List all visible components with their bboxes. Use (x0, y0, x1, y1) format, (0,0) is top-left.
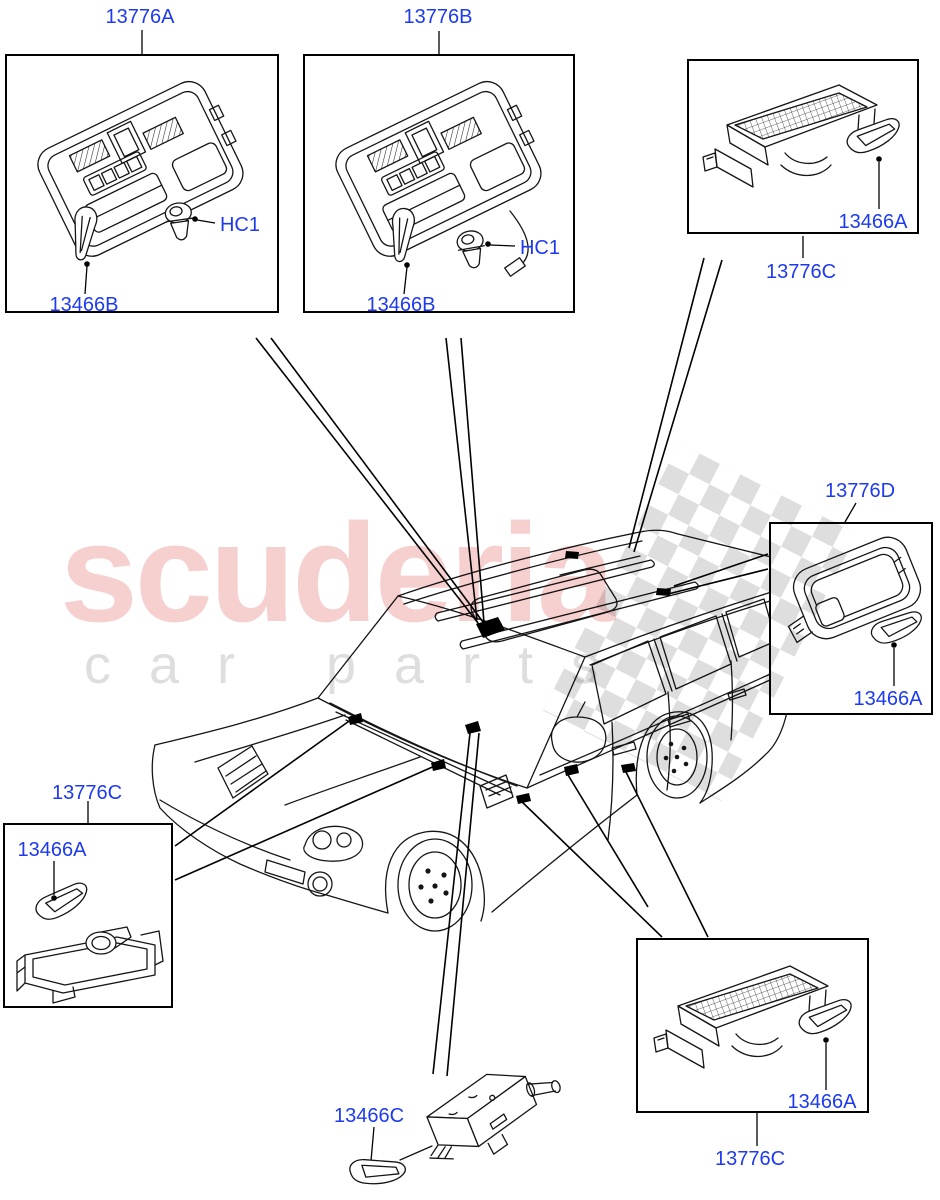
part-number-13776D[interactable]: 13776D (824, 480, 896, 502)
footwell-lamp-drawing (702, 84, 905, 209)
part-number-13776C-left[interactable]: 13776C (51, 782, 123, 804)
vehicle-drawing (151, 529, 793, 932)
marker-a-pillar (465, 721, 481, 734)
bulb-label[interactable]: 13466A (17, 839, 87, 861)
bulb-label[interactable]: 13466A (838, 211, 908, 233)
marker-front-door (564, 764, 579, 776)
part-number-13776C-top[interactable]: 13776C (765, 261, 837, 283)
bulb-label[interactable]: 13466B (366, 294, 436, 316)
callout-box-overhead-console-b: 13466B HC1 (303, 54, 575, 316)
glovebox-bulb-icon (347, 1153, 407, 1191)
callout-box-footwell-lamp-top: 13466A (687, 59, 919, 234)
bulb-label[interactable]: 13466A (787, 1091, 857, 1113)
marker-cowl-right (431, 759, 446, 771)
callout-box-overhead-console-a: 13466B HC1 (5, 54, 279, 316)
license-plate-lamp-drawing (16, 861, 164, 1004)
marker-roof-rear (656, 588, 671, 596)
footwell-lamp-drawing (653, 965, 857, 1090)
retaining-clip-icon (454, 228, 489, 271)
clip-label[interactable]: HC1 (219, 214, 260, 236)
wedge-bulb-icon (795, 997, 857, 1038)
overhead-console-wired-drawing (329, 72, 554, 295)
callout-box-footwell-lamp-bottom: 13466A (636, 938, 869, 1113)
clip-label[interactable]: HC1 (519, 237, 560, 259)
part-number-13776B[interactable]: 13776B (403, 6, 473, 28)
marker-rear-rocker (621, 763, 636, 773)
lamp-location-markers (348, 551, 671, 1167)
bulb-label[interactable]: 13466A (853, 688, 923, 710)
callout-box-rear-interior-lamp: 13466A (769, 522, 933, 715)
part-number-13466C[interactable]: 13466C (333, 1105, 405, 1127)
bulb-label[interactable]: 13466B (49, 294, 119, 316)
leader-lines (174, 257, 769, 1077)
marker-roof-front (565, 551, 579, 559)
marker-cowl-left (348, 713, 363, 725)
retaining-clip-icon (163, 200, 196, 243)
part-number-13776C-bottom[interactable]: 13776C (714, 1148, 786, 1170)
callout-box-license-plate-lamp: 13466A (3, 823, 173, 1008)
glovebox-lamp-switch-drawing (347, 1073, 561, 1191)
label-ticks (87, 30, 857, 1162)
part-number-13776A[interactable]: 13776A (105, 6, 175, 28)
overhead-console-drawing (31, 72, 256, 295)
marker-overhead-console (476, 617, 505, 638)
rear-interior-lamp-drawing (771, 530, 928, 686)
wedge-bulb-icon (31, 880, 94, 924)
marker-front-rocker (516, 793, 531, 804)
